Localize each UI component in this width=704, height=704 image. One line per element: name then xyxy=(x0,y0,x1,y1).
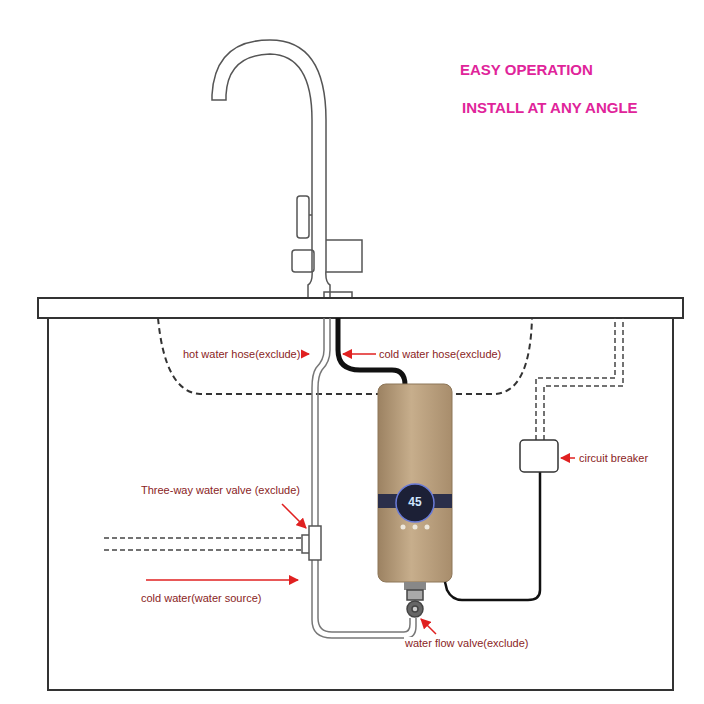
three-way-valve xyxy=(302,526,321,560)
slogan: INSTALL AT ANY ANGLE xyxy=(462,100,638,117)
sink-basin xyxy=(158,318,532,394)
part-label: water flow valve(exclude) xyxy=(404,637,530,649)
water-source-pipe xyxy=(104,538,302,550)
circuit-breaker-box xyxy=(520,440,558,472)
part-label: cold water hose(exclude) xyxy=(378,348,502,360)
water-heater xyxy=(378,384,452,590)
part-label: cold water(water source) xyxy=(140,592,262,604)
water-flow-valve xyxy=(407,590,423,617)
slogan: EASY OPERATION xyxy=(460,62,593,79)
faucet xyxy=(212,40,362,298)
display-reading: 45 xyxy=(408,496,421,509)
wall-cable xyxy=(544,318,623,440)
power-cable xyxy=(445,472,540,600)
part-label: circuit breaker xyxy=(578,452,649,464)
part-label: hot water hose(exclude) xyxy=(182,348,301,360)
cabinet xyxy=(38,298,683,690)
wall-cable xyxy=(536,318,615,440)
part-label: Three-way water valve (exclude) xyxy=(140,484,301,496)
